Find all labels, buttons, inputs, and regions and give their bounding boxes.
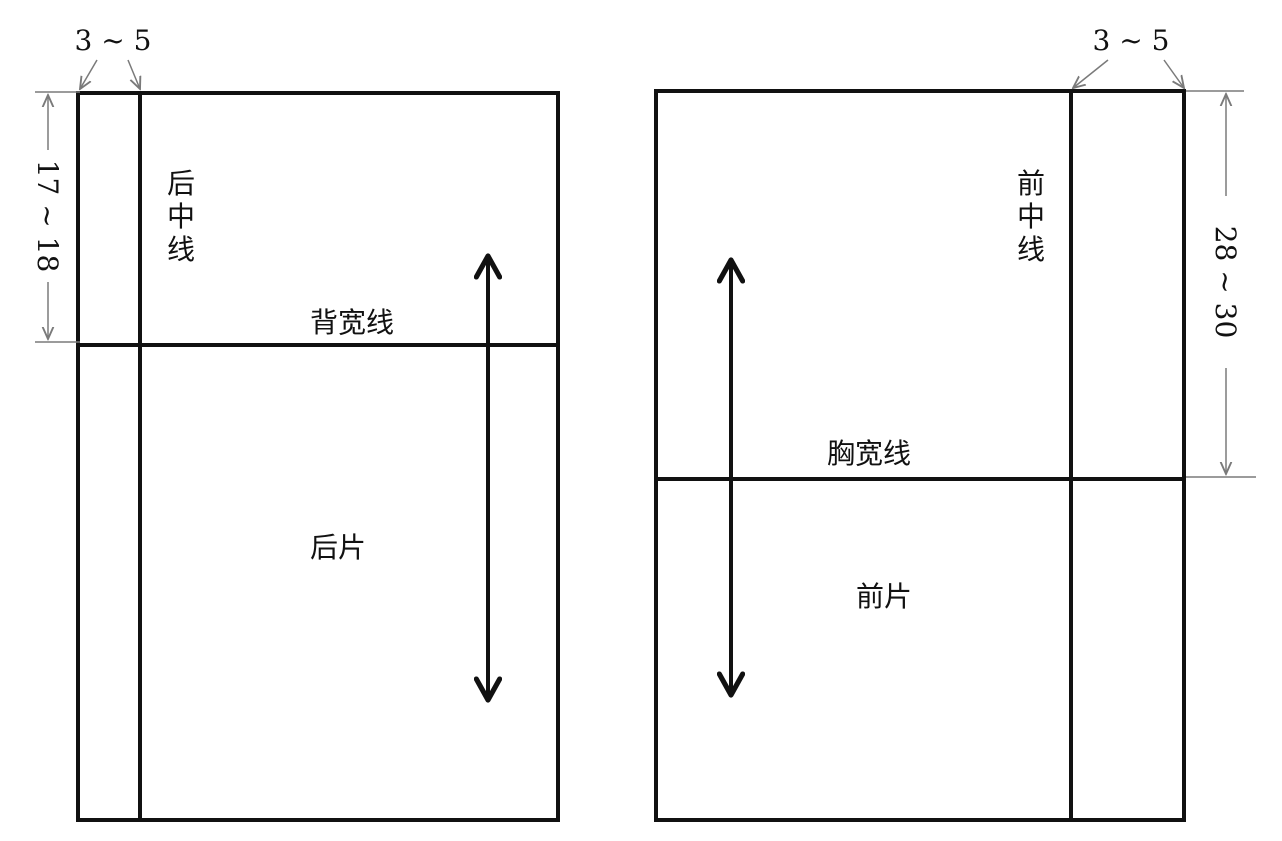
- back-allowance-leader-right: [127, 59, 140, 89]
- front-allowance-leader-left: [1073, 59, 1109, 88]
- back-center-line-label-2: 中: [167, 200, 195, 233]
- back-center-line-label-1: 后: [167, 167, 195, 200]
- front-center-line-label-2: 中: [1017, 200, 1045, 233]
- back-piece-label: 后片: [310, 531, 366, 564]
- front-center-line-label-1: 前: [1017, 167, 1045, 200]
- front-panel: 3 ~ 5 28 ~ 30 前 中 线 胸宽线 前片: [654, 24, 1256, 822]
- front-panel-outline: [654, 89, 1186, 822]
- back-center-line-label-3: 线: [167, 233, 195, 266]
- front-allowance-top-label: 3 ~ 5: [1093, 24, 1170, 57]
- front-center-line-label-3: 线: [1017, 233, 1045, 266]
- back-panel: 3 ~ 5 17 ~ 18 后 中 线 背宽线 后片: [31, 24, 560, 822]
- front-allowance-leader-right: [1163, 59, 1184, 88]
- back-allowance-leader-left: [80, 59, 98, 89]
- back-allowance-side-label: 17 ~ 18: [31, 160, 64, 273]
- front-chest-width-line-label: 胸宽线: [827, 437, 911, 470]
- back-width-line-label: 背宽线: [310, 306, 394, 339]
- front-piece-label: 前片: [856, 580, 912, 613]
- front-allowance-side-label: 28 ~ 30: [1209, 226, 1242, 339]
- back-allowance-top-label: 3 ~ 5: [75, 24, 152, 57]
- back-panel-outline: [76, 91, 560, 822]
